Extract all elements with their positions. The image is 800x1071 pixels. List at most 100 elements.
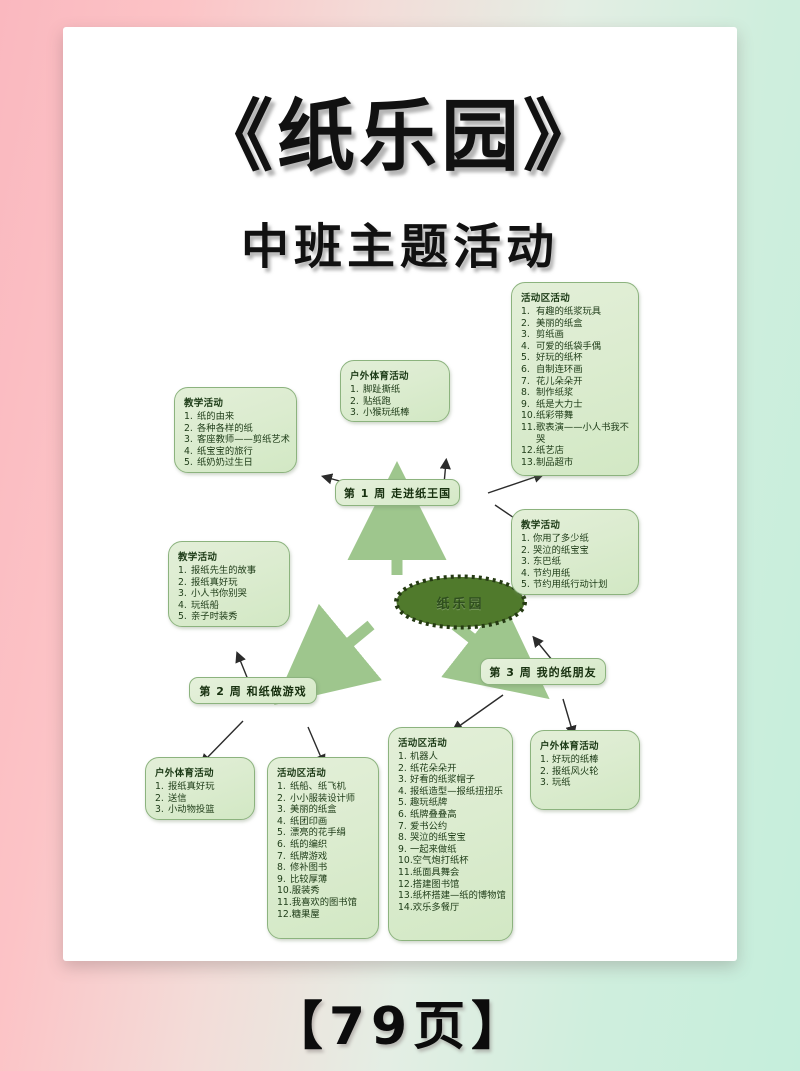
list-item-index: 12.	[521, 445, 536, 457]
list-item: 2.报纸风火轮	[540, 766, 633, 778]
list-item-text: 纸奶奶过生日	[197, 457, 253, 469]
list-item-index: 2.	[540, 765, 549, 777]
list-item-index: 10.	[521, 410, 536, 422]
list-item: 10.纸彩带舞	[521, 410, 632, 422]
list-item-index: 7.	[521, 375, 530, 387]
list-item-text: 东巴纸	[533, 556, 561, 568]
list-item-text: 哭泣的纸宝宝	[533, 544, 589, 556]
list-item: 2.美丽的纸盒	[521, 318, 632, 330]
week2-pill[interactable]: 第 2 周 和纸做游戏	[189, 677, 317, 704]
list-item-index: 9.	[398, 843, 407, 855]
list-item: 7.花儿朵朵开	[521, 376, 632, 388]
list-item-text: 客座教师——剪纸艺术	[197, 434, 290, 446]
list-item: 13.制品超市	[521, 457, 632, 469]
list-item-index: 9.	[277, 873, 286, 885]
list-item-index: 3.	[521, 556, 530, 568]
list-item: 1.报纸真好玩	[155, 781, 248, 793]
list-item-text: 玩纸	[552, 777, 571, 789]
box-title: 活动区活动	[277, 768, 327, 779]
list-item: 10.空气炮打纸杯	[398, 855, 506, 867]
list-item: 3.东巴纸	[521, 556, 632, 568]
list-item-index: 3.	[178, 588, 187, 600]
list-item: 5.节约用纸行动计划	[521, 579, 632, 591]
list-item-text: 纸是大力士	[536, 398, 583, 410]
list-item: 12.搭建图书馆	[398, 879, 506, 891]
list-item: 11.我喜欢的图书馆	[277, 897, 372, 909]
list-item-index: 2.	[184, 422, 193, 434]
list-item-index: 2.	[521, 317, 530, 329]
list-item-text: 美丽的纸盒	[290, 804, 337, 816]
list-item-text: 报纸先生的故事	[191, 565, 257, 576]
list-item: 13.纸杯搭建—纸的博物馆	[398, 890, 506, 902]
list-item: 1.报纸先生的故事	[178, 565, 283, 577]
list-item-index: 4.	[184, 445, 193, 457]
list-item-text: 欢乐多餐厅	[412, 901, 460, 913]
list-item-index: 1.	[277, 781, 286, 792]
list-item: 1.好玩的纸棒	[540, 754, 633, 766]
list-item: 2.报纸真好玩	[178, 577, 283, 589]
list-item-text: 你用了多少纸	[533, 533, 589, 544]
list-item-index: 2.	[178, 576, 187, 588]
list-item: 12.纸艺店	[521, 445, 632, 457]
list-item-index: 3.	[184, 434, 193, 446]
list-item-index: 7.	[277, 850, 286, 862]
list-item: 2.哭泣的纸宝宝	[521, 545, 632, 557]
list-item-text: 爱书公约	[410, 820, 448, 832]
week3-pill[interactable]: 第 3 周 我的纸朋友	[480, 658, 606, 685]
list-item-text: 节约用纸行动计划	[533, 579, 608, 591]
page-subtitle: 中班主题活动	[240, 219, 559, 275]
center-oval-shape	[394, 574, 527, 630]
list-item-text: 各种各样的纸	[197, 422, 253, 434]
list-item: 3.玩纸	[540, 777, 633, 789]
list-item: 7.纸牌游戏	[277, 851, 372, 863]
list-item: 11.歌表演——小人书我不哭	[521, 422, 632, 445]
list-item: 14.欢乐多餐厅	[398, 902, 506, 914]
list-item-text: 趣玩纸牌	[410, 797, 448, 809]
list-item-text: 机器人	[410, 751, 438, 762]
list-item: 9.比较厚薄	[277, 874, 372, 886]
list-item: 1.你用了多少纸	[521, 533, 632, 545]
list-item-index: 11.	[521, 421, 536, 433]
list-item: 7.爱书公约	[398, 821, 506, 833]
list-item-text: 有趣的纸浆玩具	[536, 306, 602, 317]
list-item: 6.自制连环画	[521, 364, 632, 376]
list-item: 8.修补图书	[277, 862, 372, 874]
list-item: 2.小小服装设计师	[277, 793, 372, 805]
list-item-text: 纸的由来	[197, 411, 235, 422]
list-item-index: 6.	[277, 838, 286, 850]
list-item-index: 6.	[398, 808, 407, 820]
list-item-index: 1.	[521, 306, 530, 317]
list-item-text: 小猴玩纸棒	[363, 407, 410, 419]
list-item-text: 制品超市	[536, 456, 574, 468]
list-item: 1.纸船、纸飞机	[277, 781, 372, 793]
list-item-index: 2.	[350, 395, 359, 407]
week1-pill[interactable]: 第 1 周 走进纸王国	[335, 479, 460, 506]
list-item-text: 制作纸浆	[536, 387, 574, 399]
list-item: 3.剪纸画	[521, 329, 632, 341]
list-item: 3.小猴玩纸棒	[350, 407, 443, 419]
list-item-text: 贴纸跑	[363, 395, 391, 407]
list-item-text: 糖果屋	[291, 908, 320, 920]
list-item-text: 小动物投篮	[168, 804, 215, 816]
box-title: 教学活动	[178, 552, 218, 563]
list-item: 3.美丽的纸盒	[277, 804, 372, 816]
list-item: 2.送信	[155, 793, 248, 805]
list-item-index: 4.	[521, 340, 530, 352]
list-item-index: 6.	[521, 363, 530, 375]
list-item-text: 小人书你别哭	[191, 588, 247, 600]
list-item-index: 7.	[398, 820, 407, 832]
box-title: 教学活动	[184, 398, 224, 409]
